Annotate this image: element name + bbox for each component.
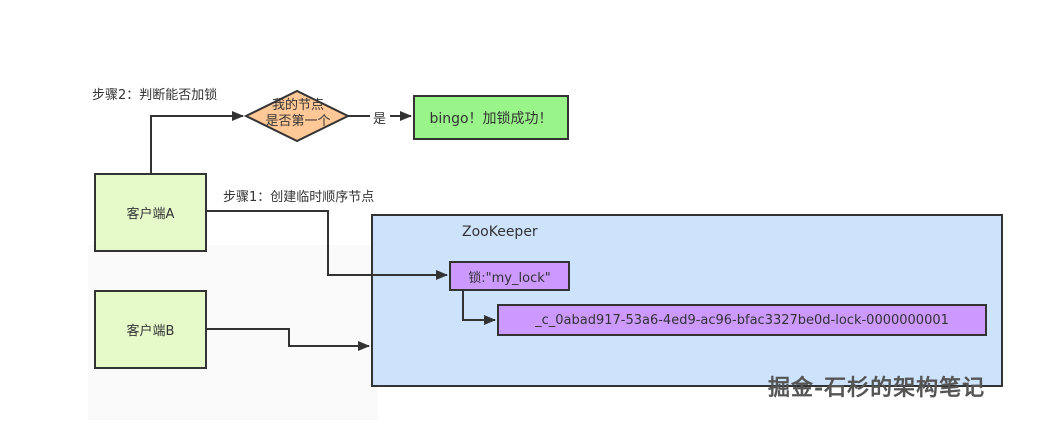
client-a-box: 客户端A xyxy=(94,173,207,252)
sequential-child-node: _c_0abad917-53a6-4ed9-ac96-bfac3327be0d-… xyxy=(497,304,987,336)
arrow-clientB-to-zookeeper xyxy=(207,328,370,351)
step1-label: 步骤1：创建临时顺序节点 xyxy=(223,190,375,205)
decision-line2: 是否第一个 xyxy=(265,114,331,129)
step2-label: 步骤2：判断能否加锁 xyxy=(92,88,218,103)
decision-diamond xyxy=(243,89,351,143)
zookeeper-title: ZooKeeper xyxy=(462,224,538,240)
success-box: bingo！加锁成功！ xyxy=(413,95,569,140)
zookeeper-container xyxy=(371,214,1003,387)
arrow-clientA-to-lock xyxy=(207,210,448,280)
arrow-clientA-to-decision xyxy=(150,111,244,173)
watermark: 掘金-石杉的架构笔记 xyxy=(768,375,986,401)
yes-label: 是 xyxy=(373,112,387,127)
decision-line1: 我的节点 xyxy=(271,98,324,113)
decision-text: 我的节点 是否第一个 xyxy=(248,98,348,130)
client-b-box: 客户端B xyxy=(94,290,207,369)
arrow-lock-to-child xyxy=(462,291,496,325)
lock-node: 锁:"my_lock" xyxy=(449,261,570,291)
